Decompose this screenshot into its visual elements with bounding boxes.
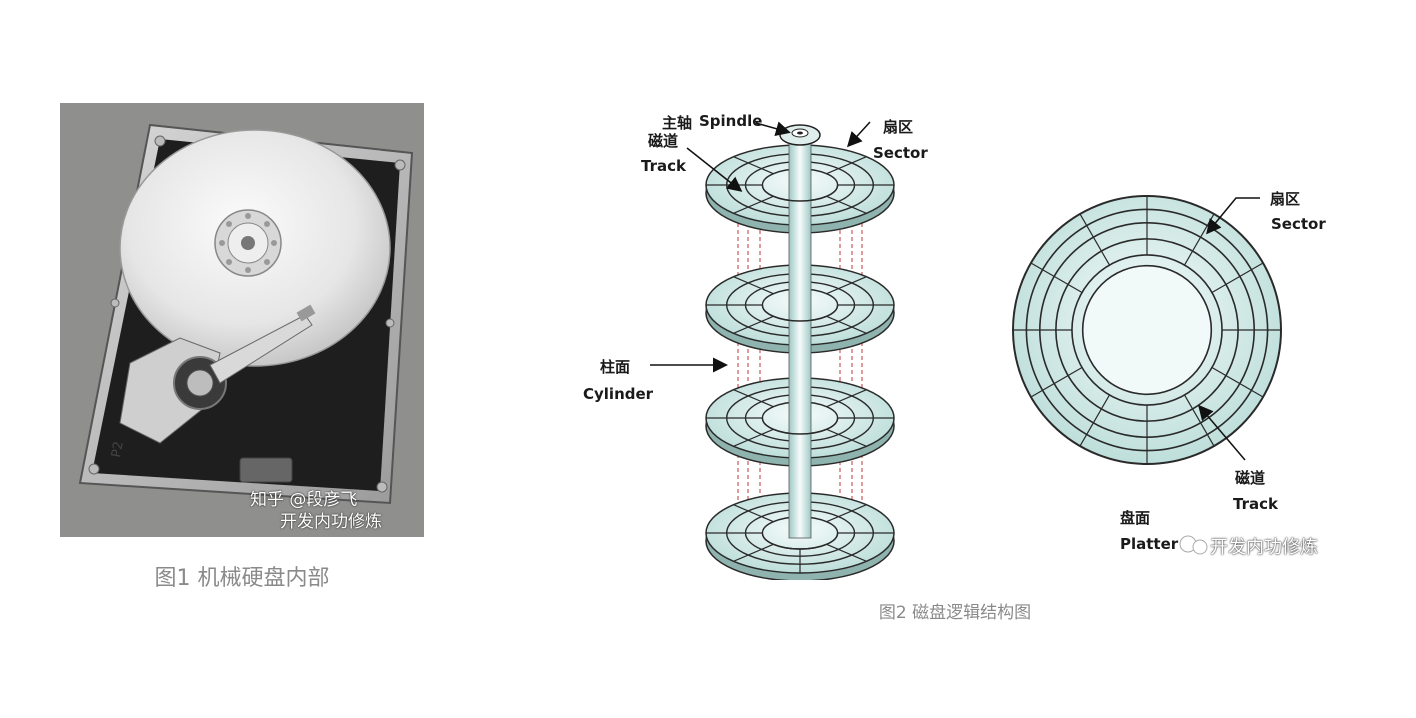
label-cylinder-en: Cylinder [583, 385, 654, 403]
label-platter-cn: 盘面 [1120, 509, 1151, 527]
sector-divider [1079, 213, 1110, 266]
sector-line [733, 315, 774, 334]
track-ring-front [761, 304, 839, 322]
track-ring-front [761, 417, 839, 435]
track-arrow-left [686, 147, 743, 192]
figure2-caption: 图2 磁盘逻辑结构图 [878, 603, 1032, 623]
sector-line [733, 156, 774, 175]
sector-line [733, 543, 774, 562]
sector-line [733, 276, 774, 295]
sector-line [826, 315, 867, 334]
hard-drive-illustration: P2 [60, 103, 424, 537]
sector-line [826, 276, 867, 295]
sector-line [733, 195, 774, 214]
single-platter-top-view [1012, 195, 1282, 465]
label-track-en-right: Track [1233, 495, 1278, 513]
label-track-cn-left: 磁道 [648, 132, 679, 150]
photo-watermark-line1: 知乎 @段彦飞 [250, 490, 358, 510]
sector-line [826, 428, 867, 447]
sector-line [826, 504, 867, 523]
sector-arrow-top [846, 121, 871, 148]
label-sector-en-right: Sector [1271, 215, 1326, 233]
sector-divider [1211, 262, 1264, 293]
label-sector-en-top: Sector [873, 144, 928, 162]
photo-watermark-line2: 开发内功修炼 [280, 512, 382, 532]
platter-stack [705, 137, 895, 580]
label-spindle-cn: 主轴 [662, 114, 693, 132]
sector-divider [1030, 262, 1083, 293]
track-arrow-right [1198, 404, 1246, 461]
sector-line [826, 156, 867, 175]
label-platter-en: Platter [1120, 535, 1179, 553]
connector [239, 457, 293, 483]
sector-line [733, 504, 774, 523]
label-track-cn-right: 磁道 [1235, 469, 1266, 487]
label-track-en-left: Track [641, 157, 686, 175]
disk-structure-diagram [650, 121, 1282, 580]
spindle-arrow [755, 121, 791, 136]
sector-divider [1030, 367, 1083, 398]
sector-line [826, 389, 867, 408]
sector-line [826, 543, 867, 562]
track-ring-front [761, 184, 839, 202]
head-arm [209, 314, 313, 384]
hub-area [1081, 264, 1213, 396]
wechat-icon [1179, 535, 1208, 555]
label-sector-cn-right: 扇区 [1270, 190, 1301, 208]
sector-line [733, 389, 774, 408]
sector-arrow-right [1206, 197, 1260, 235]
sector-line [733, 428, 774, 447]
track-ring-front [761, 532, 839, 550]
label-sector-cn-top: 扇区 [883, 118, 914, 136]
diagram-watermark: 开发内功修炼 [1210, 537, 1318, 558]
hard-drive-photo: P2 知乎 @段彦飞 开发内功修炼 [60, 103, 424, 537]
spindle-shaft [788, 137, 812, 539]
figure1-caption: 图1 机械硬盘内部 [154, 566, 330, 591]
sector-divider [1079, 394, 1110, 447]
label-cylinder-cn: 柱面 [600, 358, 631, 376]
drive-label: P2 [109, 440, 127, 458]
sector-divider [1211, 367, 1264, 398]
sector-line [826, 195, 867, 214]
spindle [779, 124, 821, 146]
label-spindle-en: Spindle [699, 112, 763, 130]
